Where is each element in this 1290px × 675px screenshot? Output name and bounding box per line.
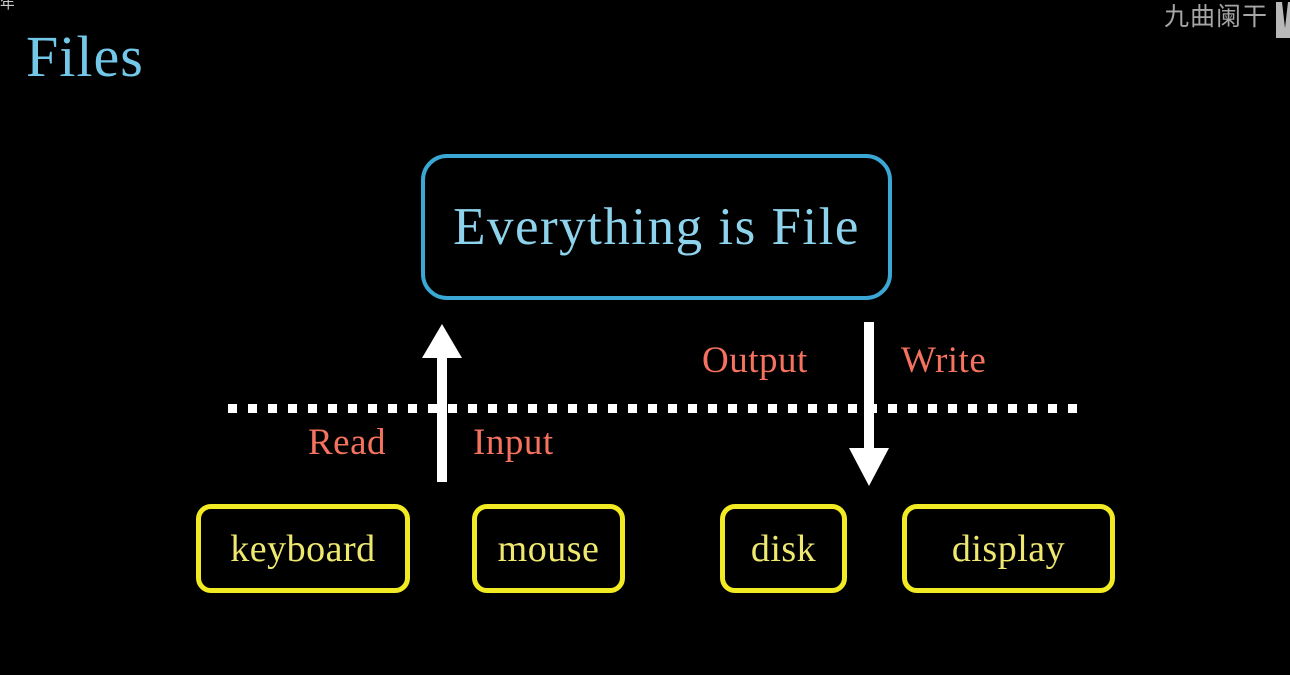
- flow-label-input: Input: [473, 422, 554, 463]
- flow-label-read: Read: [308, 422, 387, 463]
- concept-box-label: Everything is File: [453, 198, 860, 256]
- device-label-display: display: [951, 527, 1066, 570]
- partial-logo-mark-icon: [1272, 0, 1290, 38]
- channel-watermark: 九曲阑干: [1163, 3, 1268, 31]
- device-box-display: display: [902, 504, 1115, 593]
- device-label-mouse: mouse: [497, 527, 600, 570]
- flow-label-write: Write: [901, 340, 987, 381]
- device-label-disk: disk: [750, 527, 817, 570]
- device-box-disk: disk: [720, 504, 847, 593]
- device-label-keyboard: keyboard: [230, 527, 376, 570]
- device-box-mouse: mouse: [472, 504, 625, 593]
- device-box-keyboard: keyboard: [196, 504, 410, 593]
- output-arrow-down-icon: [846, 322, 892, 488]
- page-title: Files: [26, 24, 144, 89]
- flow-label-output: Output: [702, 340, 808, 381]
- dotted-divider: [228, 404, 1086, 413]
- concept-box-everything-is-file: Everything is File: [421, 154, 892, 300]
- corner-clipped-glyph: 年: [0, 0, 14, 12]
- input-arrow-up-icon: [419, 322, 465, 482]
